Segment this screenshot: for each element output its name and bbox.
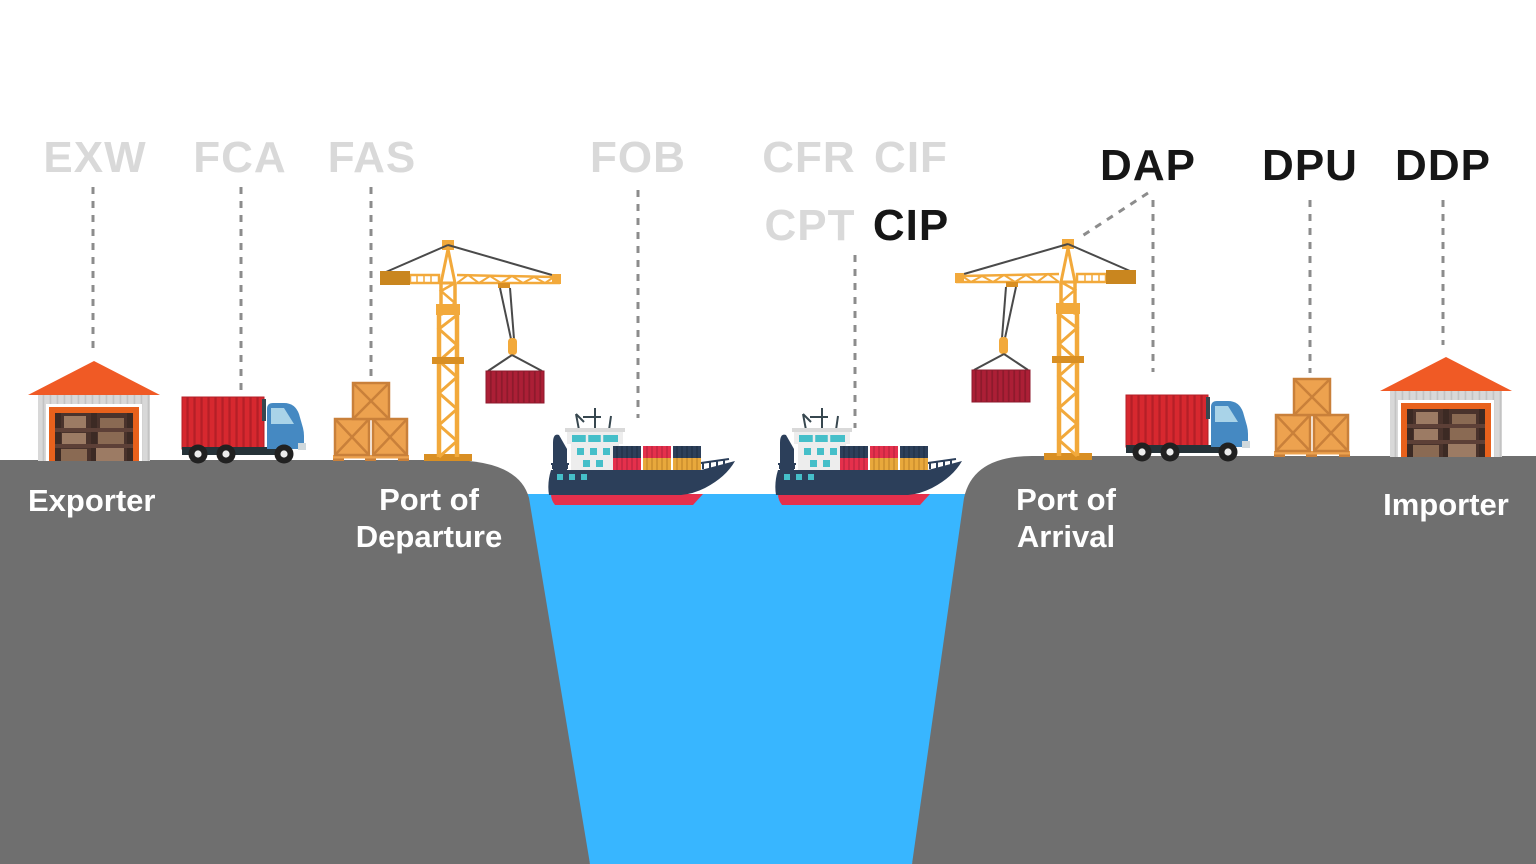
delivery-truck-exporter — [181, 396, 307, 464]
location-labels: Exporter Port of Departure Port of Arriv… — [28, 482, 1509, 554]
term-exw: EXW — [43, 133, 146, 182]
term-fca: FCA — [193, 133, 286, 182]
harbor-water — [500, 494, 1000, 864]
label-port-of-departure-line2: Departure — [356, 519, 502, 554]
label-port-of-departure-line1: Port of — [379, 482, 480, 517]
label-port-of-arrival-line1: Port of — [1016, 482, 1117, 517]
term-fas: FAS — [328, 133, 417, 182]
term-dap: DAP — [1100, 141, 1196, 190]
term-cpt: CPT — [765, 201, 856, 250]
label-exporter: Exporter — [28, 483, 155, 518]
delivery-truck-importer — [1125, 394, 1251, 462]
term-fob: FOB — [590, 133, 686, 182]
label-port-of-arrival-line2: Arrival — [1017, 519, 1115, 554]
quay-exporter-side — [0, 460, 590, 864]
incoterm-labels: EXW FCA FAS FOB CFR CIF CPT CIP DAP DPU … — [43, 133, 1491, 250]
term-dpu: DPU — [1262, 141, 1358, 190]
term-cfr: CFR — [762, 133, 855, 182]
guide-lines — [91, 187, 1445, 428]
term-cif: CIF — [874, 133, 948, 182]
term-ddp: DDP — [1395, 141, 1491, 190]
quay-importer-side — [912, 456, 1536, 864]
label-importer: Importer — [1383, 487, 1509, 522]
term-cip: CIP — [873, 201, 949, 250]
